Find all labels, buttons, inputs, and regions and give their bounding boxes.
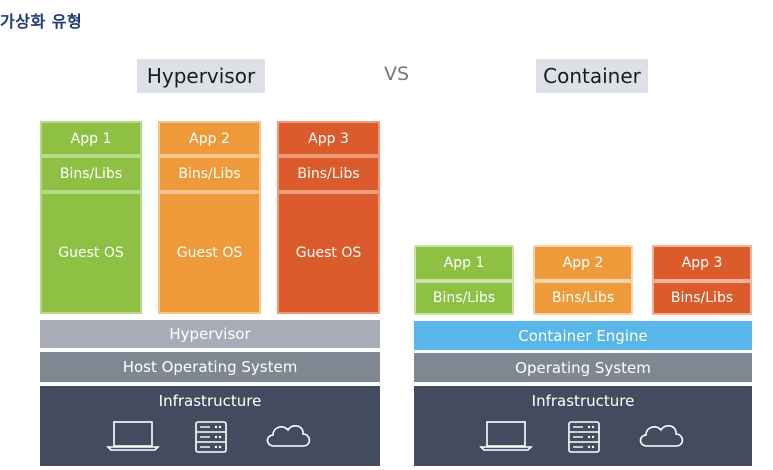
- container2-bins-libs: Bins/Libs: [533, 281, 633, 315]
- container3-bins-libs: Bins/Libs: [652, 281, 752, 315]
- hypervisor-heading: Hypervisor: [137, 59, 265, 93]
- vs-label: VS: [384, 63, 410, 85]
- operating-system-layer: Operating System: [414, 353, 752, 382]
- container3-app: App 3: [652, 245, 752, 281]
- vm3-bins-libs: Bins/Libs: [277, 156, 380, 192]
- hypervisor-infrastructure-layer: Infrastructure: [40, 386, 380, 466]
- cloud-icon: [639, 425, 684, 447]
- vm3-app: App 3: [277, 121, 380, 156]
- hypervisor-layer: Hypervisor: [40, 320, 380, 348]
- server-icon: [195, 421, 227, 453]
- container1-app: App 1: [414, 245, 514, 281]
- vm2-bins-libs: Bins/Libs: [158, 156, 261, 192]
- laptop-icon: [479, 421, 533, 451]
- vm2-app: App 2: [158, 121, 261, 156]
- container-infrastructure-layer: Infrastructure: [414, 386, 752, 466]
- vm1-bins-libs: Bins/Libs: [40, 156, 142, 192]
- container2-app: App 2: [533, 245, 633, 281]
- cloud-icon: [266, 425, 311, 447]
- vm2-guest-os: Guest OS: [158, 192, 261, 314]
- vm1-guest-os: Guest OS: [40, 192, 142, 314]
- infrastructure-label: Infrastructure: [158, 392, 262, 410]
- server-icon: [568, 421, 600, 453]
- vm3-guest-os: Guest OS: [277, 192, 380, 314]
- page-title: 가상화 유형: [0, 12, 83, 31]
- laptop-icon: [106, 421, 160, 451]
- container-engine-layer: Container Engine: [414, 321, 752, 350]
- vm1-app: App 1: [40, 121, 142, 156]
- container-heading: Container: [536, 59, 648, 93]
- container1-bins-libs: Bins/Libs: [414, 281, 514, 315]
- infrastructure-label: Infrastructure: [531, 392, 635, 410]
- host-os-layer: Host Operating System: [40, 352, 380, 382]
